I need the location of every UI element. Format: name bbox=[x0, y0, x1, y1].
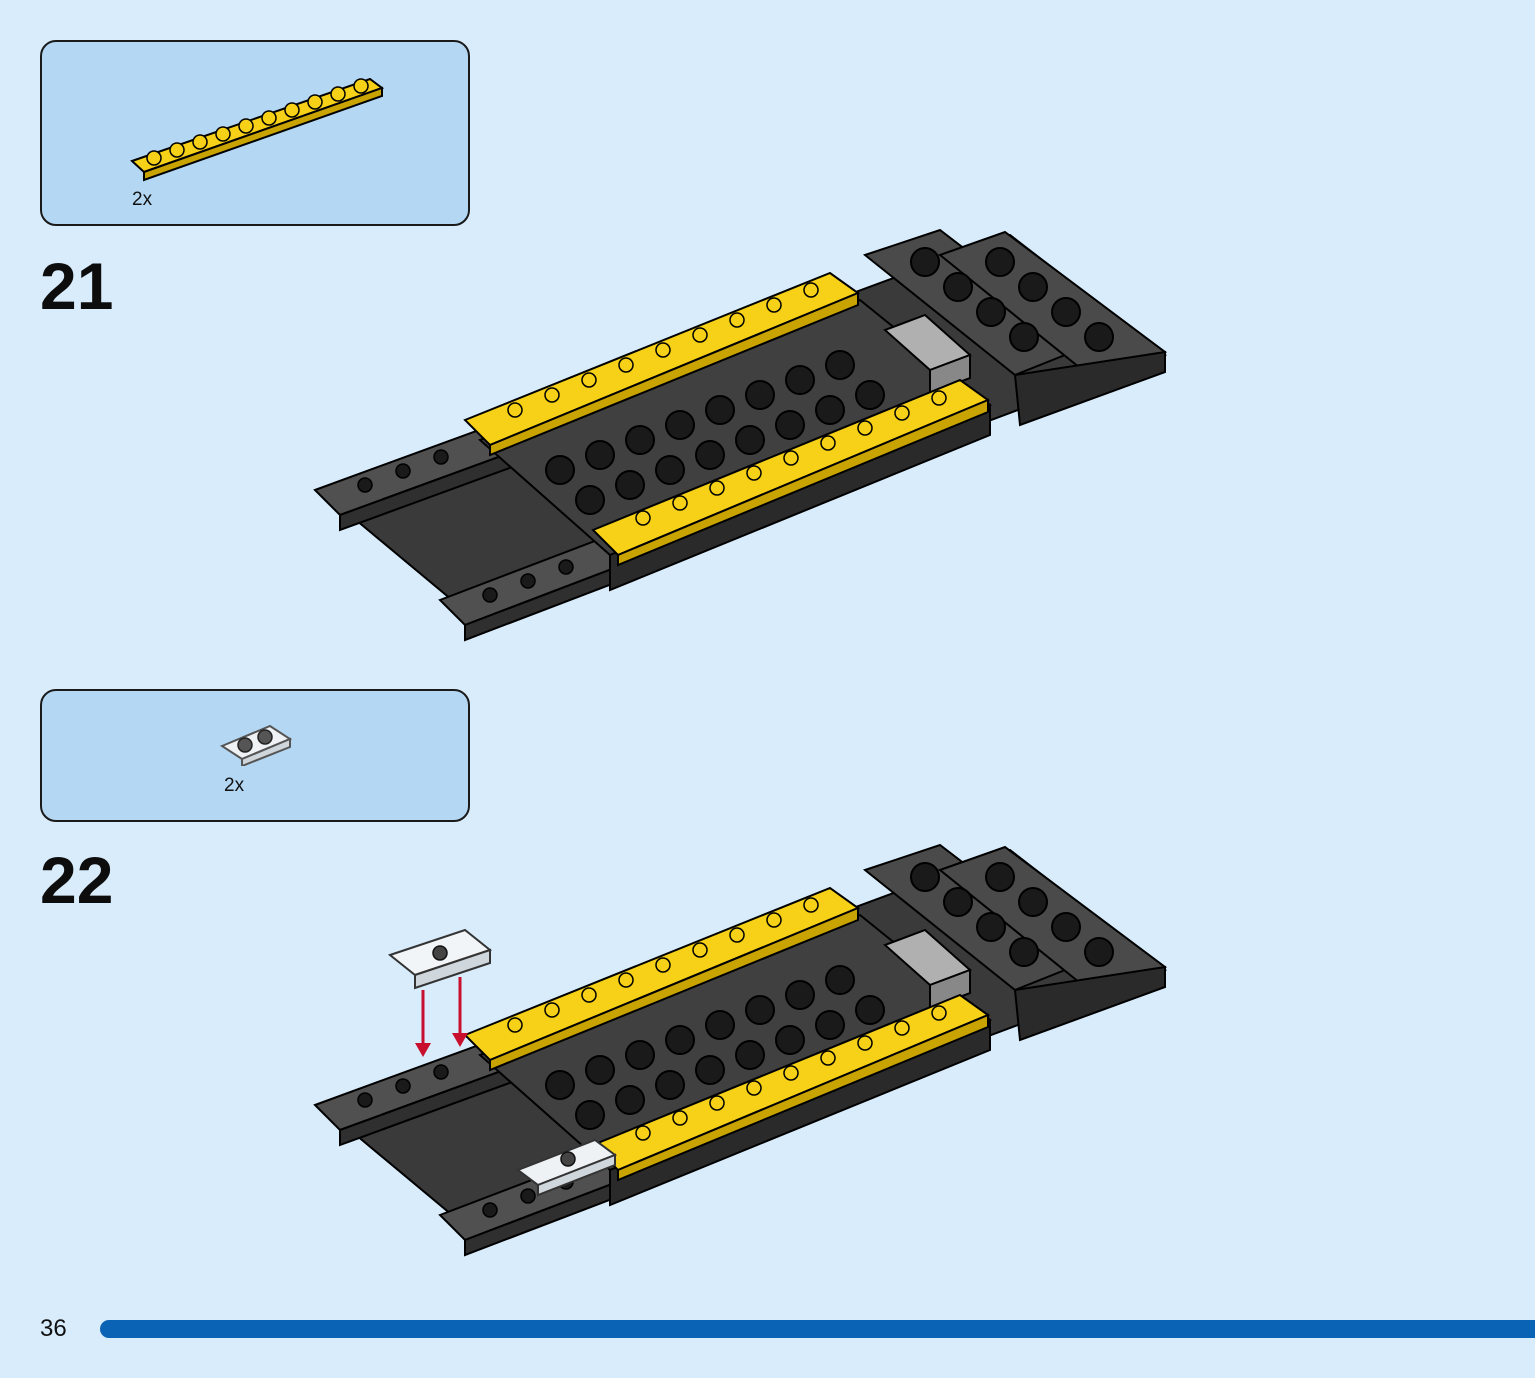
transparent-plate-floating bbox=[387, 928, 493, 990]
progress-bar bbox=[100, 1320, 1535, 1338]
step-number: 22 bbox=[40, 843, 114, 917]
yellow-plate-icon bbox=[130, 77, 385, 182]
step-number: 21 bbox=[40, 249, 114, 323]
parts-list-box-step-22: 2x bbox=[40, 689, 470, 822]
page-number: 36 bbox=[40, 1315, 67, 1342]
red-arrow-icon bbox=[415, 977, 468, 1057]
step-22-build-illustration bbox=[314, 844, 1166, 1256]
parts-list-box-step-21: 2x bbox=[40, 40, 470, 226]
step-21-build-illustration bbox=[314, 229, 1166, 641]
transparent-plate-icon bbox=[220, 724, 293, 766]
part-quantity: 2x bbox=[224, 775, 245, 796]
part-quantity: 2x bbox=[132, 189, 153, 210]
transparent-plate-placed bbox=[515, 1138, 618, 1197]
